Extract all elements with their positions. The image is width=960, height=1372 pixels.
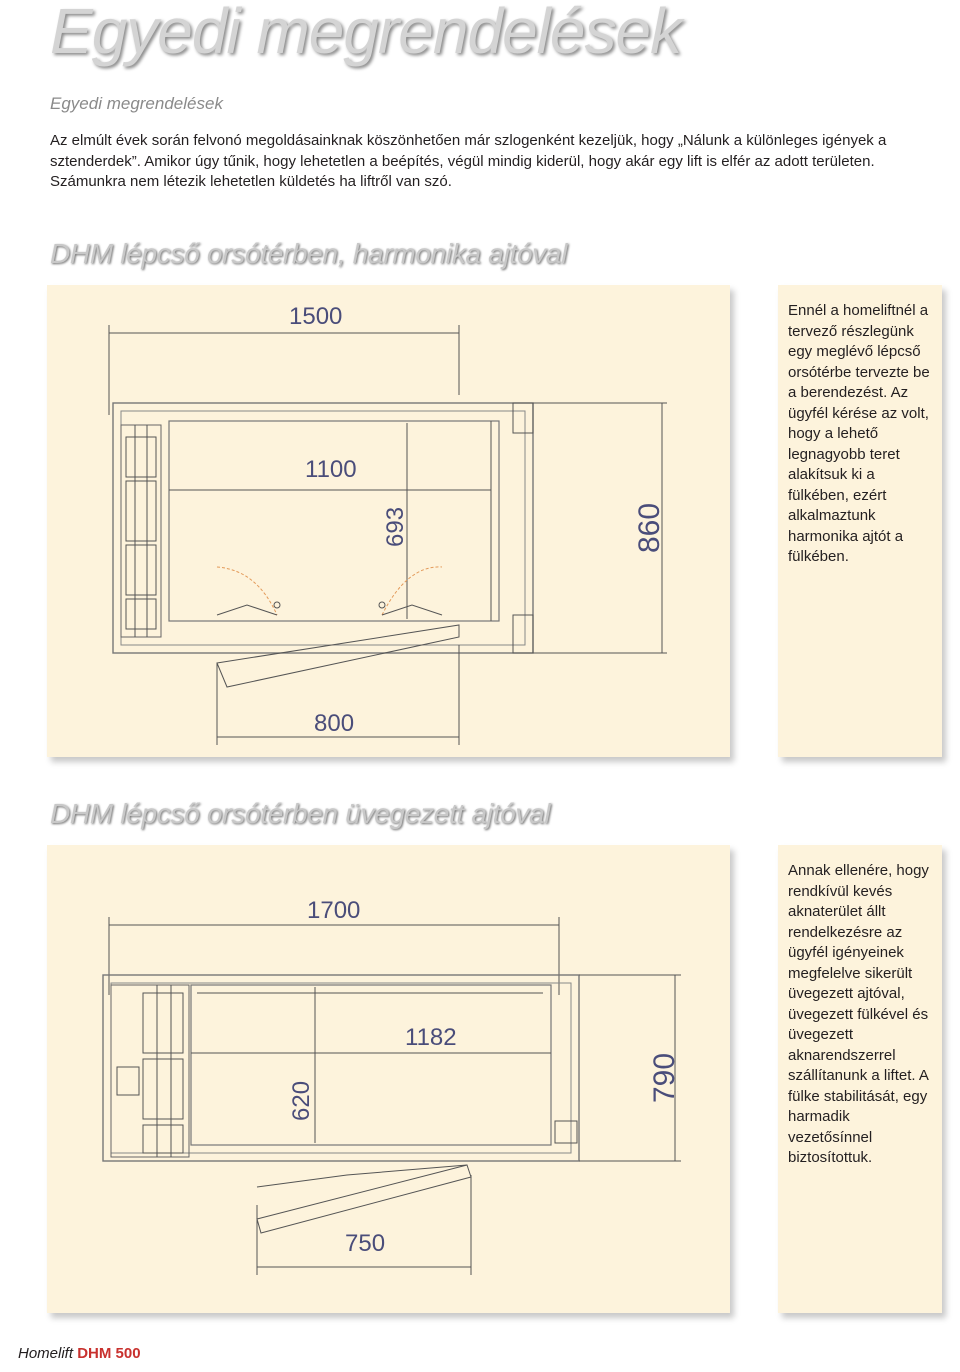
page-subtitle: Egyedi megrendelések — [50, 94, 223, 113]
section2-dim-door-width: 750 — [345, 1230, 385, 1257]
section2-heading: DHM lépcső orsótérben üvegezett ajtóval — [50, 798, 551, 829]
section2-dim-cabin-depth: 620 — [288, 1081, 315, 1121]
section1-heading: DHM lépcső orsótérben, harmonika ajtóval — [50, 238, 568, 269]
section1-dim-cabin-width: 1100 — [305, 456, 357, 483]
section1-dim-door-width: 800 — [314, 710, 354, 737]
page-title: Egyedi megrendelések — [50, 0, 682, 67]
section2-dim-depth-total: 790 — [648, 1053, 681, 1103]
section1-floorplan-drawing: 1500 1100 693 860 800 — [108, 303, 667, 745]
section2-dim-width-total: 1700 — [307, 897, 360, 924]
section1-description: Ennél a homeliftnél a tervező részlegünk… — [788, 302, 930, 565]
section2-floorplan-drawing: 1700 1182 620 790 750 — [102, 897, 681, 1275]
section1-dim-depth-total: 860 — [633, 503, 666, 553]
section1-dim-cabin-depth: 693 — [382, 507, 409, 547]
section2-description: Annak ellenére, hogy rendkívül kevés akn… — [788, 862, 929, 1166]
intro-paragraph: Az elmúlt évek során felvonó megoldásain… — [50, 132, 887, 190]
section2-drawing-panel: 1700 1182 620 790 750 — [47, 845, 730, 1313]
section1-dim-width-total: 1500 — [289, 303, 342, 330]
footer-model: DHM 500 — [77, 1345, 141, 1362]
footer-brand: Homelift — [18, 1345, 74, 1362]
section1-text-panel: Ennél a homeliftnél a tervező részlegünk… — [778, 285, 942, 757]
section1-drawing-panel: 1500 1100 693 860 800 — [47, 285, 730, 757]
footer: Homelift DHM 500 — [18, 1345, 141, 1362]
section2-text-panel: Annak ellenére, hogy rendkívül kevés akn… — [778, 845, 942, 1313]
section2-dim-cabin-width: 1182 — [405, 1024, 457, 1051]
